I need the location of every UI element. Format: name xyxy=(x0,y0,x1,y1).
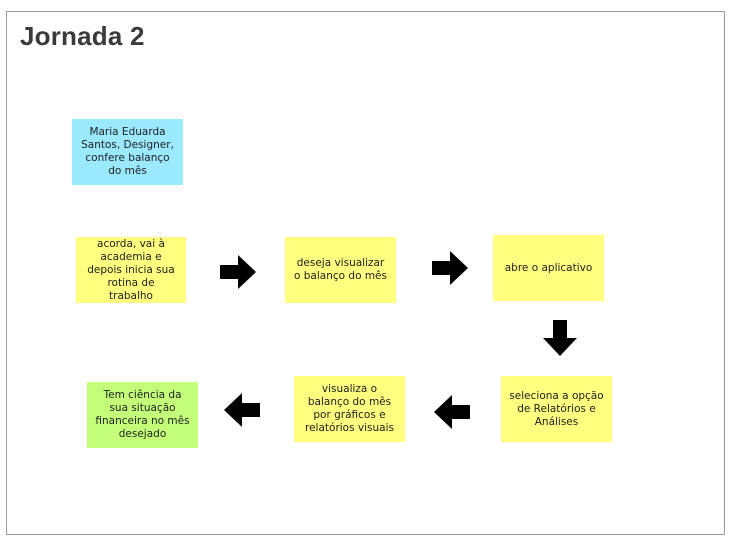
sticky-note-persona[interactable]: Maria Eduarda Santos, Designer, confere … xyxy=(72,119,183,185)
board-title: Jornada 2 xyxy=(20,21,145,51)
arrow-down-icon xyxy=(543,320,577,356)
sticky-note-step-1[interactable]: acorda, vai à academia e depois inicia s… xyxy=(76,237,186,303)
sticky-note-step-2[interactable]: deseja visualizar o balanço do mês xyxy=(285,237,396,303)
sticky-note-step-5[interactable]: visualiza o balanço do mês por gráficos … xyxy=(294,376,405,442)
arrow-left-icon xyxy=(224,393,260,427)
arrow-right-icon xyxy=(220,255,256,289)
arrow-right-icon xyxy=(432,251,468,285)
sticky-note-step-3[interactable]: abre o aplicativo xyxy=(493,235,604,301)
sticky-note-step-4[interactable]: seleciona a opção de Relatórios e Anális… xyxy=(501,376,612,442)
sticky-note-outcome[interactable]: Tem ciência da sua situação financeira n… xyxy=(87,382,198,448)
arrow-left-icon xyxy=(434,395,470,429)
